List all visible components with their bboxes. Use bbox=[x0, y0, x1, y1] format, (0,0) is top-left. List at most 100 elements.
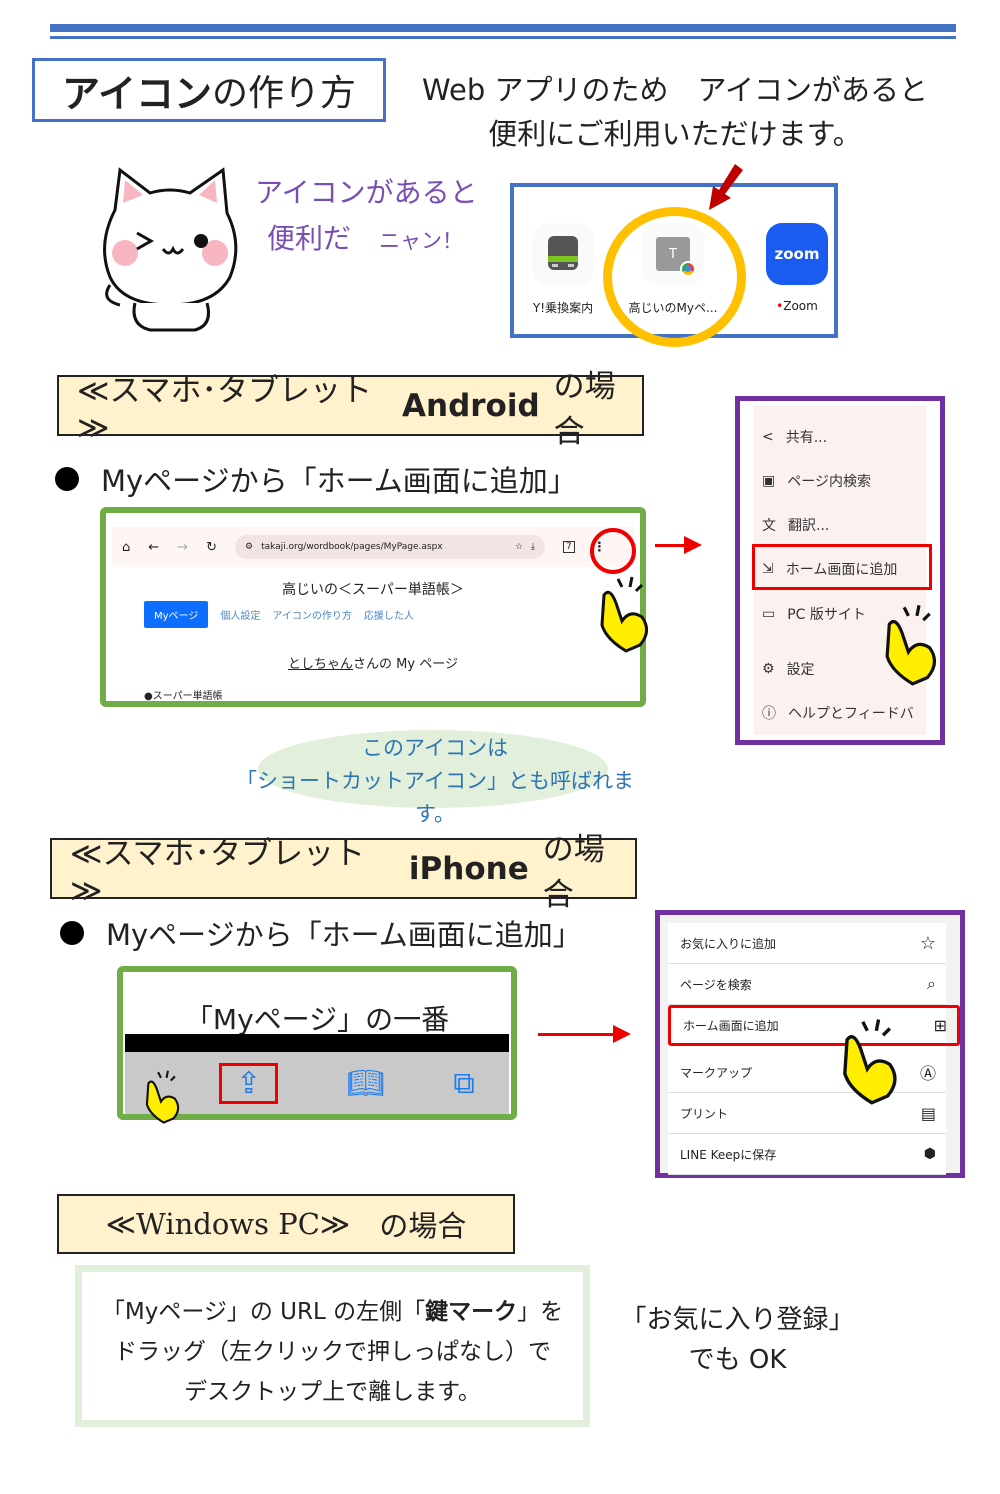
android-bullet: Myページから「ホーム画面に追加」 bbox=[55, 458, 577, 500]
forward-icon[interactable]: → bbox=[177, 539, 189, 555]
highlight-circle bbox=[590, 528, 636, 574]
toolbar-caption: 「Myページ」の一番 bbox=[184, 1003, 450, 1036]
add-to-home-icon: ⇲ bbox=[762, 561, 774, 577]
share-icon: < bbox=[762, 429, 774, 445]
nav-settings[interactable]: 個人設定 bbox=[220, 611, 261, 622]
bullet-text: Myページから「ホーム画面に追加」 bbox=[106, 918, 582, 952]
printer-icon: ▤ bbox=[920, 1103, 936, 1123]
nav-icon-howto[interactable]: アイコンの作り方 bbox=[272, 611, 352, 622]
star-icon: ☆ bbox=[919, 932, 936, 954]
android-browser-screenshot: ⌂ ← → ↻ ⚙ takaji.org/wordbook/pages/MyPage.a… bbox=[100, 507, 648, 707]
note-line2: 「ショートカットアイコン」とも呼ばれます。 bbox=[236, 769, 634, 826]
pointing-hand-icon bbox=[145, 1070, 180, 1124]
favorite-alternative: 「お気に入り登録」 でも OK bbox=[620, 1300, 855, 1380]
tab-count-button[interactable]: 7 bbox=[562, 541, 575, 553]
train-icon bbox=[532, 223, 594, 285]
site-title: 高じいの＜スーパー単語帳＞ bbox=[282, 582, 464, 598]
down-arrow-icon bbox=[709, 164, 743, 210]
instr-line2: ドラッグ（左クリックで押しっぱなし）で bbox=[114, 1339, 551, 1365]
menu-item-desktop-site[interactable]: ▭PC 版サイト bbox=[762, 604, 866, 624]
url-text: takaji.org/wordbook/pages/MyPage.aspx bbox=[261, 542, 443, 552]
section-prefix: ≪スマホ･タブレット≫ bbox=[77, 373, 373, 446]
app-zoom[interactable]: zoom •Zoom bbox=[752, 223, 842, 313]
nav-supporters[interactable]: 応援した人 bbox=[363, 611, 414, 622]
menu-item-find[interactable]: ▣ ページ内検索 bbox=[762, 471, 871, 491]
line-keep-icon: ⬢ bbox=[923, 1146, 936, 1162]
alt-line1: 「お気に入り登録」 bbox=[620, 1305, 855, 1335]
menu-item-markup[interactable]: マークアップ Ⓐ bbox=[668, 1052, 946, 1093]
user-heading: としちゃんさんの My ページ bbox=[106, 653, 640, 672]
app-yahoo-transit[interactable]: Y!乗換案内 bbox=[518, 223, 608, 316]
section-suffix: の場合 bbox=[542, 831, 605, 913]
home-icon[interactable]: ⌂ bbox=[122, 539, 131, 555]
menu-item-print[interactable]: プリント ▤ bbox=[668, 1093, 946, 1134]
menu-label: マークアップ bbox=[680, 1065, 753, 1080]
menu-item-favorite[interactable]: お気に入りに追加 ☆ bbox=[668, 923, 946, 964]
iphone-toolbar-screenshot: 「Myページ」の一番 ⇪ 📖︎ ⧉ bbox=[117, 966, 517, 1124]
menu-label: LINE Keepに保存 bbox=[680, 1147, 777, 1162]
iphone-share-menu: お気に入りに追加 ☆ ページを検索⌕ ホーム画面に追加⊞ マークアップ Ⓐ プリント… bbox=[655, 910, 965, 1178]
user-name-link[interactable]: としちゃん bbox=[288, 657, 354, 672]
nav-mypage[interactable]: Myページ bbox=[144, 601, 209, 628]
cat-illustration bbox=[103, 167, 238, 332]
wordbook-item[interactable]: ●スーパー単語帳 bbox=[144, 691, 223, 702]
app-label: Zoom bbox=[783, 299, 818, 313]
intro-line1: Web アプリのため アイコンがあると bbox=[422, 73, 928, 107]
speech-line1: アイコンがあると bbox=[255, 176, 478, 209]
menu-label: 翻訳... bbox=[788, 518, 830, 534]
menu-label: PC 版サイト bbox=[787, 607, 866, 623]
menu-item-find[interactable]: ページを検索⌕ bbox=[668, 964, 946, 1005]
highlight-box bbox=[752, 544, 932, 590]
menu-item-settings[interactable]: ⚙設定 bbox=[762, 659, 815, 679]
header-rule-thin bbox=[50, 36, 956, 39]
download-icon[interactable]: ⤓ bbox=[531, 542, 535, 552]
title-rest: の作り方 bbox=[212, 73, 357, 114]
speech-line2: 便利だ bbox=[267, 222, 352, 255]
arrow-line bbox=[655, 544, 685, 547]
menu-item-line-keep[interactable]: LINE Keepに保存 ⬢ bbox=[668, 1134, 946, 1175]
address-bar[interactable]: ⚙ takaji.org/wordbook/pages/MyPage.aspx ☆ ⤓ bbox=[234, 535, 545, 559]
find-in-page-icon: ▣ bbox=[762, 473, 776, 489]
star-icon[interactable]: ☆ bbox=[514, 542, 523, 552]
iphone-bullet: Myページから「ホーム画面に追加」 bbox=[60, 912, 582, 954]
note-line1: このアイコンは bbox=[362, 736, 508, 760]
bullet-text: Myページから「ホーム画面に追加」 bbox=[101, 464, 577, 498]
section-prefix: ≪Windows PC≫ bbox=[105, 1207, 351, 1241]
note-bubble bbox=[258, 730, 608, 808]
menu-item-add-to-home[interactable]: ホーム画面に追加⊞ bbox=[668, 1005, 960, 1046]
alt-line2: でも OK bbox=[688, 1345, 787, 1375]
site-nav: Myページ 個人設定 アイコンの作り方 応援した人 bbox=[144, 601, 414, 628]
android-menu-screenshot: < 共有... ▣ ページ内検索 文翻訳... ⇲ホーム画面に追加 ▭PC 版サイト… bbox=[735, 396, 945, 745]
instr-line3: デスクトップ上で離します。 bbox=[184, 1379, 481, 1405]
page-title: アイコンの作り方 bbox=[32, 58, 386, 122]
bookmarks-icon[interactable]: 📖︎ bbox=[346, 1065, 385, 1101]
help-icon: ⓘ bbox=[762, 706, 776, 722]
search-icon: ⌕ bbox=[927, 974, 936, 993]
menu-label: ページ内検索 bbox=[787, 474, 871, 490]
section-suffix: の場合 bbox=[553, 368, 616, 450]
menu-label: お気に入りに追加 bbox=[680, 936, 777, 951]
pointing-hand-icon bbox=[600, 576, 648, 653]
instr-text: 「Myページ」の URL の左側「 bbox=[101, 1299, 426, 1325]
share-icon[interactable]: ⇪ bbox=[219, 1062, 279, 1104]
menu-label: プリント bbox=[680, 1106, 729, 1121]
menu-item-add-to-home[interactable]: ⇲ホーム画面に追加 bbox=[762, 559, 897, 579]
highlight-ring bbox=[603, 207, 746, 347]
markup-icon: Ⓐ bbox=[919, 1064, 936, 1083]
translate-icon: 文 bbox=[762, 518, 776, 534]
menu-item-share[interactable]: < 共有... bbox=[762, 427, 827, 447]
back-icon[interactable]: ← bbox=[148, 539, 160, 555]
reload-icon[interactable]: ↻ bbox=[206, 539, 217, 555]
menu-item-translate[interactable]: 文翻訳... bbox=[762, 515, 829, 535]
speech-nyan: ニャン！ bbox=[379, 229, 464, 253]
menu-label: 共有... bbox=[785, 430, 828, 446]
zoom-icon: zoom bbox=[766, 223, 828, 285]
tabs-icon[interactable]: ⧉ bbox=[453, 1065, 475, 1101]
site-settings-icon[interactable]: ⚙ bbox=[244, 542, 254, 552]
intro-line2: 便利にご利用いただけます。 bbox=[488, 117, 862, 151]
cat-speech: アイコンがあると 便利だ ニャン！ bbox=[255, 170, 478, 264]
menu-label: ホーム画面に追加 bbox=[683, 1019, 779, 1033]
section-os: iPhone bbox=[408, 850, 529, 887]
